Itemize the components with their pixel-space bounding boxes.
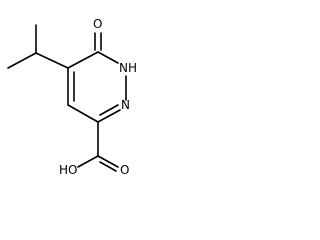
atom-label-acid-oxygen: O xyxy=(120,163,129,177)
molecule-drawing: O NH N HO O xyxy=(7,17,137,177)
bond-ring-n2-c3-outer xyxy=(97,109,121,123)
bond-ring-c5-c6 xyxy=(67,51,99,69)
bond-isopropyl-ring xyxy=(35,52,69,69)
bond-ring-c6-n1 xyxy=(97,51,119,64)
bond-carboxyl-co-2 xyxy=(99,161,117,172)
bond-ring-n2-c3-inner xyxy=(99,104,119,116)
bond-isopropyl-methyl-left xyxy=(7,52,37,69)
bond-carboxyl-oh xyxy=(77,155,99,168)
atom-label-carbonyl-oxygen: O xyxy=(93,17,102,31)
bond-ring-c3-c4 xyxy=(67,104,99,123)
atom-label-hydroxyl: HO xyxy=(59,163,77,177)
atom-label-ring-nh: NH xyxy=(119,61,137,75)
structure-diagram: O NH N HO O xyxy=(0,0,160,197)
atom-label-ring-n: N xyxy=(121,98,130,112)
bond-carboxyl-co-1 xyxy=(97,155,119,168)
